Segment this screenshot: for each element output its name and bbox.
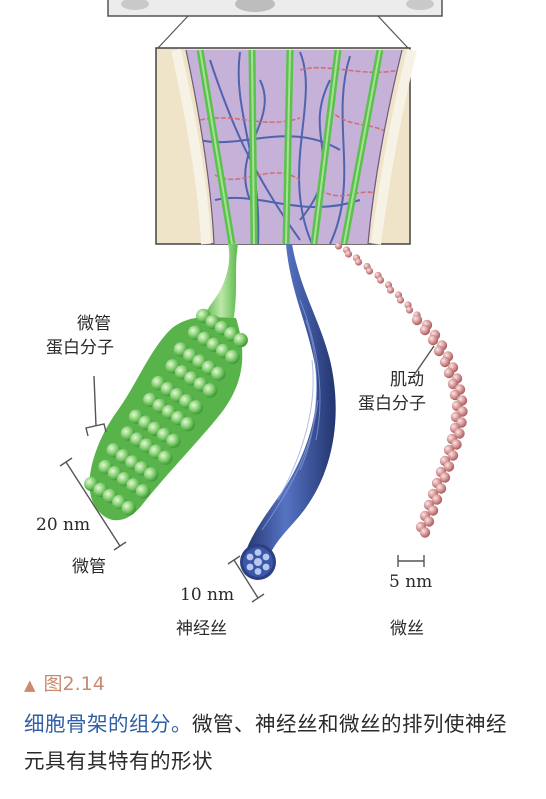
microfilament-size-label: 5 nm [389, 572, 433, 592]
tubulin-subunit [143, 467, 159, 482]
tubulin-label-line2: 蛋白分子 [46, 338, 114, 358]
tubulin-subunit [188, 400, 204, 415]
actin-subunit [449, 389, 461, 401]
actin-subunit [439, 356, 451, 368]
actin-subunit [439, 472, 451, 483]
actin-subunit [405, 306, 414, 314]
zoom-line-right [377, 15, 409, 49]
actin-subunit [419, 527, 431, 538]
cytoskeleton-illustration [59, 0, 468, 603]
actin-subunit [427, 505, 439, 516]
microfilament-name-label: 微丝 [390, 619, 424, 639]
actin-subunit [386, 286, 395, 294]
figure-number-text: 图2.14 [43, 673, 105, 695]
tubulin-subunit [158, 450, 173, 465]
tubulin-subunit [211, 366, 226, 381]
tubulin-subunit [225, 349, 240, 365]
tubulin-label-line1: 微管 [77, 314, 111, 334]
microtubule-illustration [84, 244, 248, 521]
tubulin-subunit [135, 484, 151, 499]
figure-caption: 细胞骨架的组分。微管、神经丝和微丝的排列使神经元具有其特有的形状 [24, 706, 524, 780]
caption-title: 细胞骨架的组分。 [24, 712, 192, 736]
actin-subunit [396, 296, 405, 304]
microfilament-illustration [334, 242, 468, 538]
actin-subunit [354, 258, 363, 266]
actin-subunit [376, 276, 385, 284]
tubulin-subunit [121, 500, 136, 516]
neurofilament-name-label: 神经丝 [176, 619, 227, 639]
actin-subunit [447, 378, 459, 390]
zoom-line-left [157, 15, 189, 49]
triangle-icon: ▲ [24, 676, 36, 694]
tubulin-subunit [166, 433, 181, 449]
axon-zoom-panel [155, 47, 417, 245]
actin-subunit [334, 242, 343, 250]
neurofilament-illustration [240, 244, 336, 580]
actin-subunit [454, 428, 465, 439]
top-image-strip [107, 0, 443, 17]
actin-subunit [443, 461, 455, 472]
figure-number: ▲ 图2.14 [24, 669, 105, 696]
actin-subunit [411, 314, 423, 326]
actin-subunit [365, 267, 374, 275]
scale-marks [59, 345, 435, 603]
actin-subunit [451, 439, 462, 450]
actin-subunit [344, 250, 353, 258]
actin-subunit [447, 450, 459, 461]
actin-subunit [435, 483, 447, 494]
actin-subunit [443, 367, 455, 379]
actin-subunit [427, 334, 439, 346]
actin-subunit [431, 494, 443, 505]
neurofilament-size-label: 10 nm [180, 585, 235, 605]
tubulin-subunit [233, 332, 248, 348]
tubulin-subunit [202, 383, 218, 398]
actin-subunit [419, 324, 431, 336]
caption-body: 微管、神经丝和微丝的排列使神经元具有其特有的形状 [24, 712, 507, 773]
actin-subunit [433, 345, 445, 357]
tubulin-subunit [180, 416, 195, 432]
actin-label-line1: 肌动 [390, 370, 424, 390]
microtubule-size-label: 20 nm [36, 515, 91, 535]
actin-label-line2: 蛋白分子 [358, 394, 426, 414]
microtubule-name-label: 微管 [72, 557, 106, 577]
actin-subunit [423, 516, 435, 527]
